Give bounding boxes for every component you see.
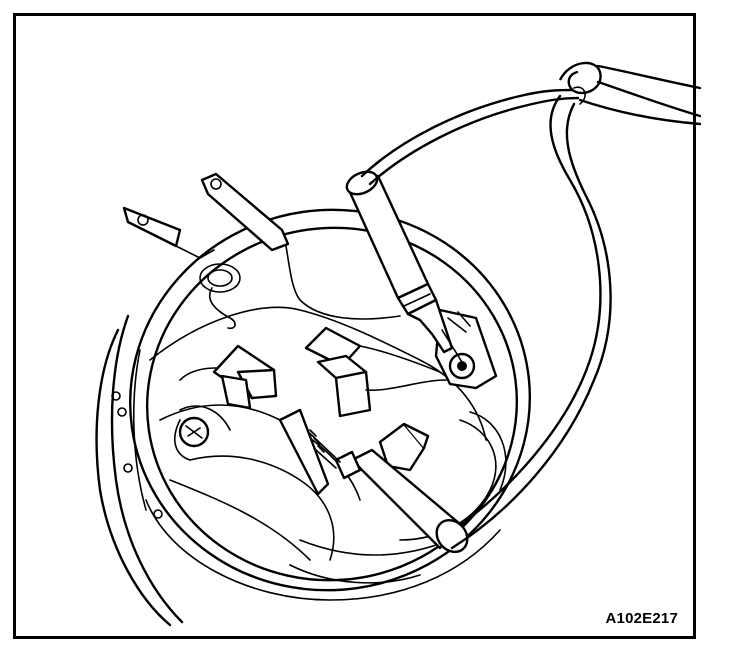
housing-hole [117, 407, 127, 417]
figure-code: A102E217 [605, 610, 678, 627]
test-lead [360, 61, 702, 550]
housing [95, 208, 532, 627]
terminal-tab [434, 308, 498, 390]
figure-frame [13, 13, 696, 639]
brush [304, 326, 447, 418]
terminal-tab [122, 172, 401, 320]
housing-hole [123, 463, 133, 473]
housing-hole [111, 391, 121, 401]
housing-hole [153, 509, 163, 519]
test-probe [345, 170, 463, 363]
test-probe [278, 408, 469, 554]
brush [212, 344, 278, 410]
